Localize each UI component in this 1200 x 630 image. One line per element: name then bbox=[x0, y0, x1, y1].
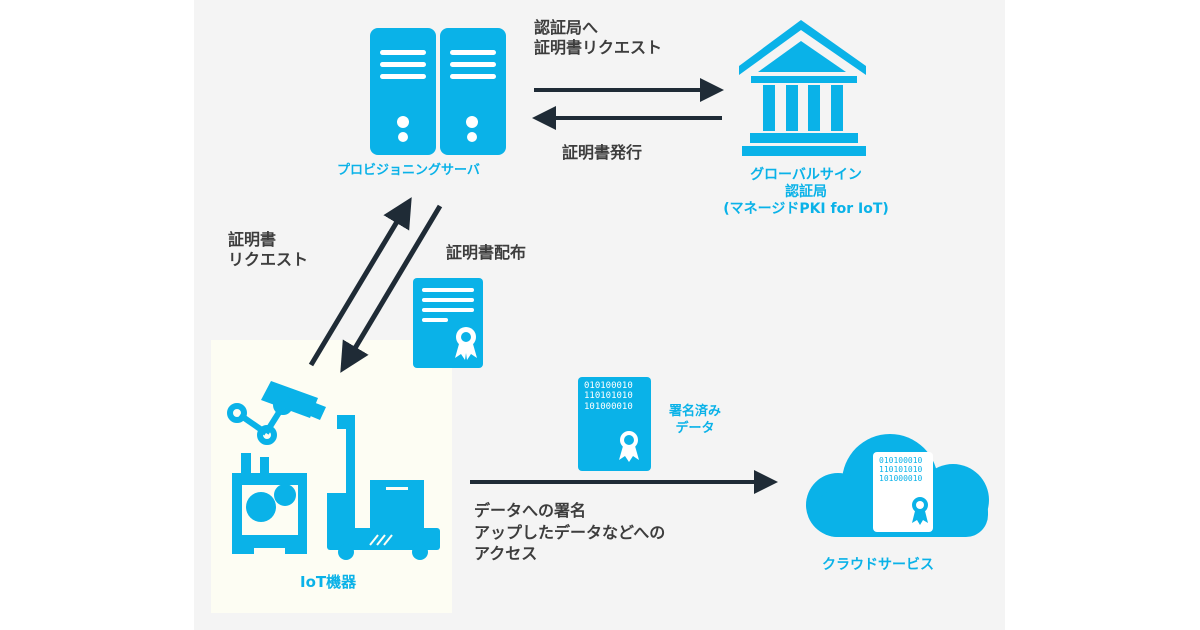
security-camera-icon bbox=[261, 381, 326, 420]
server-icon bbox=[370, 28, 506, 155]
arrow-distribute-to-device bbox=[340, 204, 443, 373]
signed-data-label-line: データ bbox=[675, 420, 715, 436]
cloud-document-icon bbox=[873, 452, 933, 532]
signed-data-label: 署名済み データ bbox=[660, 404, 730, 438]
binary-line: 101000010 bbox=[584, 401, 633, 412]
binary-line: 101000010 bbox=[879, 474, 923, 484]
binary-line: 010100010 bbox=[584, 381, 633, 391]
provisioning-server-label: プロビジョニングサーバ bbox=[337, 163, 480, 178]
binary-line: 110101010 bbox=[584, 391, 633, 402]
binary-data-text: 010100010 110101010 101000010 bbox=[584, 381, 633, 412]
machine-icon bbox=[232, 453, 307, 554]
edge-label-request-from-device: 証明書 リクエスト bbox=[228, 230, 308, 270]
ca-label-line: 認証局 bbox=[785, 183, 827, 200]
ca-label-line: グローバルサイン bbox=[750, 167, 862, 183]
edge-label-line: アップしたデータなどへの bbox=[474, 522, 666, 542]
edge-label-data-to-cloud: データへの署名 アップしたデータなどへの アクセス bbox=[474, 500, 665, 565]
cloud-binary-text: 010100010 110101010 101000010 bbox=[879, 456, 922, 484]
edge-label-request-to-ca: 認証局へ 証明書リクエスト bbox=[534, 18, 662, 58]
signed-data-label-line: 署名済み bbox=[668, 404, 721, 419]
edge-label-line: アクセス bbox=[474, 544, 538, 564]
ca-label-line: (マネージドPKI for IoT) bbox=[723, 200, 889, 217]
edge-label-cert-distribution: 証明書配布 bbox=[446, 243, 527, 262]
certificate-icon bbox=[413, 278, 483, 368]
forklift-icon bbox=[327, 415, 440, 560]
arrow-request-to-server bbox=[308, 197, 412, 367]
edge-label-cert-issue: 証明書発行 bbox=[562, 143, 643, 162]
cloud-service-label: クラウドサービス bbox=[822, 557, 934, 573]
signed-data-icon bbox=[578, 377, 651, 471]
globalsign-ca-label: グローバルサイン 認証局 (マネージドPKI for IoT) bbox=[706, 167, 906, 217]
edge-label-line: 証明書 bbox=[228, 230, 277, 249]
network-nodes-icon bbox=[227, 395, 293, 445]
edge-label-line: リクエスト bbox=[228, 250, 309, 269]
binary-line: 010100010 bbox=[879, 456, 923, 465]
iot-devices-label: IoT機器 bbox=[300, 573, 357, 591]
binary-line: 110101010 bbox=[879, 465, 923, 475]
edge-label-line: データへの署名 bbox=[474, 501, 587, 520]
bank-building-icon bbox=[739, 20, 866, 156]
edge-label-line: 証明書リクエスト bbox=[534, 38, 663, 57]
edge-label-line: 認証局へ bbox=[534, 18, 599, 37]
